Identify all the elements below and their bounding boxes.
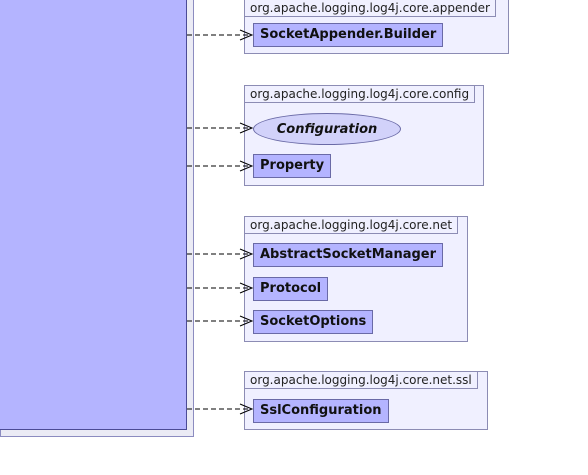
arrowhead-configuration [239, 122, 254, 134]
class-sslconfiguration[interactable]: SslConfiguration [253, 399, 389, 423]
class-protocol[interactable]: Protocol [253, 277, 329, 301]
arrowhead-property [239, 160, 254, 172]
package-net-ssl: org.apache.logging.log4j.core.net.ssl Ss… [244, 371, 488, 430]
package-net-ssl-title: org.apache.logging.log4j.core.net.ssl [245, 372, 478, 389]
arrowhead-sslconfiguration [239, 403, 254, 415]
package-appender: org.apache.logging.log4j.core.appender S… [244, 0, 509, 54]
package-net: org.apache.logging.log4j.core.net Abstra… [244, 216, 468, 342]
package-appender-title: org.apache.logging.log4j.core.appender [245, 0, 496, 17]
arrowhead-socketoptions [239, 315, 254, 327]
class-abstractsocketmanager[interactable]: AbstractSocketManager [253, 243, 444, 267]
main-class-box[interactable] [0, 0, 187, 430]
interface-configuration[interactable]: Configuration [253, 113, 401, 145]
class-socketappender-builder[interactable]: SocketAppender.Builder [253, 23, 444, 47]
arrowhead-abstractsocketmanager [239, 248, 254, 260]
package-config-title: org.apache.logging.log4j.core.config [245, 86, 476, 103]
class-property[interactable]: Property [253, 154, 332, 178]
class-socketoptions[interactable]: SocketOptions [253, 310, 374, 334]
package-config: org.apache.logging.log4j.core.config Con… [244, 85, 484, 186]
package-net-title: org.apache.logging.log4j.core.net [245, 217, 459, 234]
arrowhead-protocol [239, 282, 254, 294]
arrowhead-socketappender-builder [239, 29, 254, 41]
